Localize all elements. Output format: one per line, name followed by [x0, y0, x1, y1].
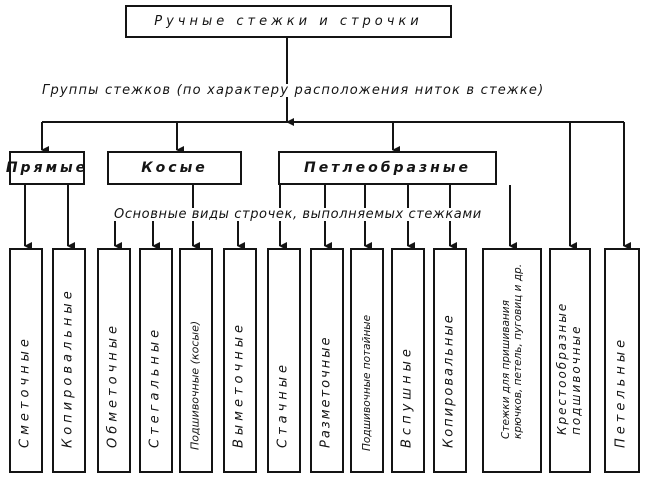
leaf-box: Подшивочные потайные: [350, 248, 384, 473]
leaf-label: Сметочные: [17, 335, 33, 449]
leaf-box: Выметочные: [223, 248, 257, 473]
leaf-label: Петельные: [613, 335, 629, 449]
group-box-straight: Прямые: [5, 151, 89, 185]
group-label-looped: Петлеобразные: [304, 160, 471, 176]
leaf-box: Обметочные: [97, 248, 131, 473]
title-label: Ручные стежки и строчки: [154, 14, 423, 29]
leaf-label: Обметочные: [105, 322, 121, 449]
leaf-label: Подшивочные потайные: [360, 314, 373, 451]
leaf-box: Петельные: [604, 248, 640, 473]
group-label-straight: Прямые: [5, 160, 89, 176]
leaf-label: Вспушные: [399, 345, 415, 449]
leaf-box: Разметочные: [310, 248, 344, 473]
leaf-box: Сметочные: [9, 248, 43, 473]
leaf-label: Копировальные: [441, 313, 457, 449]
caption-groups: Группы стежков (по характеру расположени…: [40, 83, 547, 98]
group-label-slanted: Косые: [141, 160, 208, 176]
leaf-box: Вспушные: [391, 248, 425, 473]
group-box-slanted: Косые: [107, 151, 242, 185]
leaf-label: Выметочные: [231, 321, 247, 449]
leaf-label: Подшивочные (косые): [188, 321, 202, 451]
caption-types: Основные виды строчек, выполняемых стежк…: [112, 207, 484, 222]
group-box-looped: Петлеобразные: [278, 151, 497, 185]
leaf-label: Разметочные: [318, 335, 334, 449]
leaf-label: Копировальные: [60, 287, 76, 449]
leaf-box: Стачные: [267, 248, 301, 473]
leaf-label: Стачные: [275, 361, 291, 449]
leaf-box: Копировальные: [433, 248, 467, 473]
leaf-box: Стегальные: [139, 248, 173, 473]
leaf-box: Копировальные: [52, 248, 86, 473]
leaf-label: Стегальные: [147, 325, 163, 449]
leaf-box: Подшивочные (косые): [179, 248, 213, 473]
title-box: Ручные стежки и строчки: [125, 5, 452, 38]
